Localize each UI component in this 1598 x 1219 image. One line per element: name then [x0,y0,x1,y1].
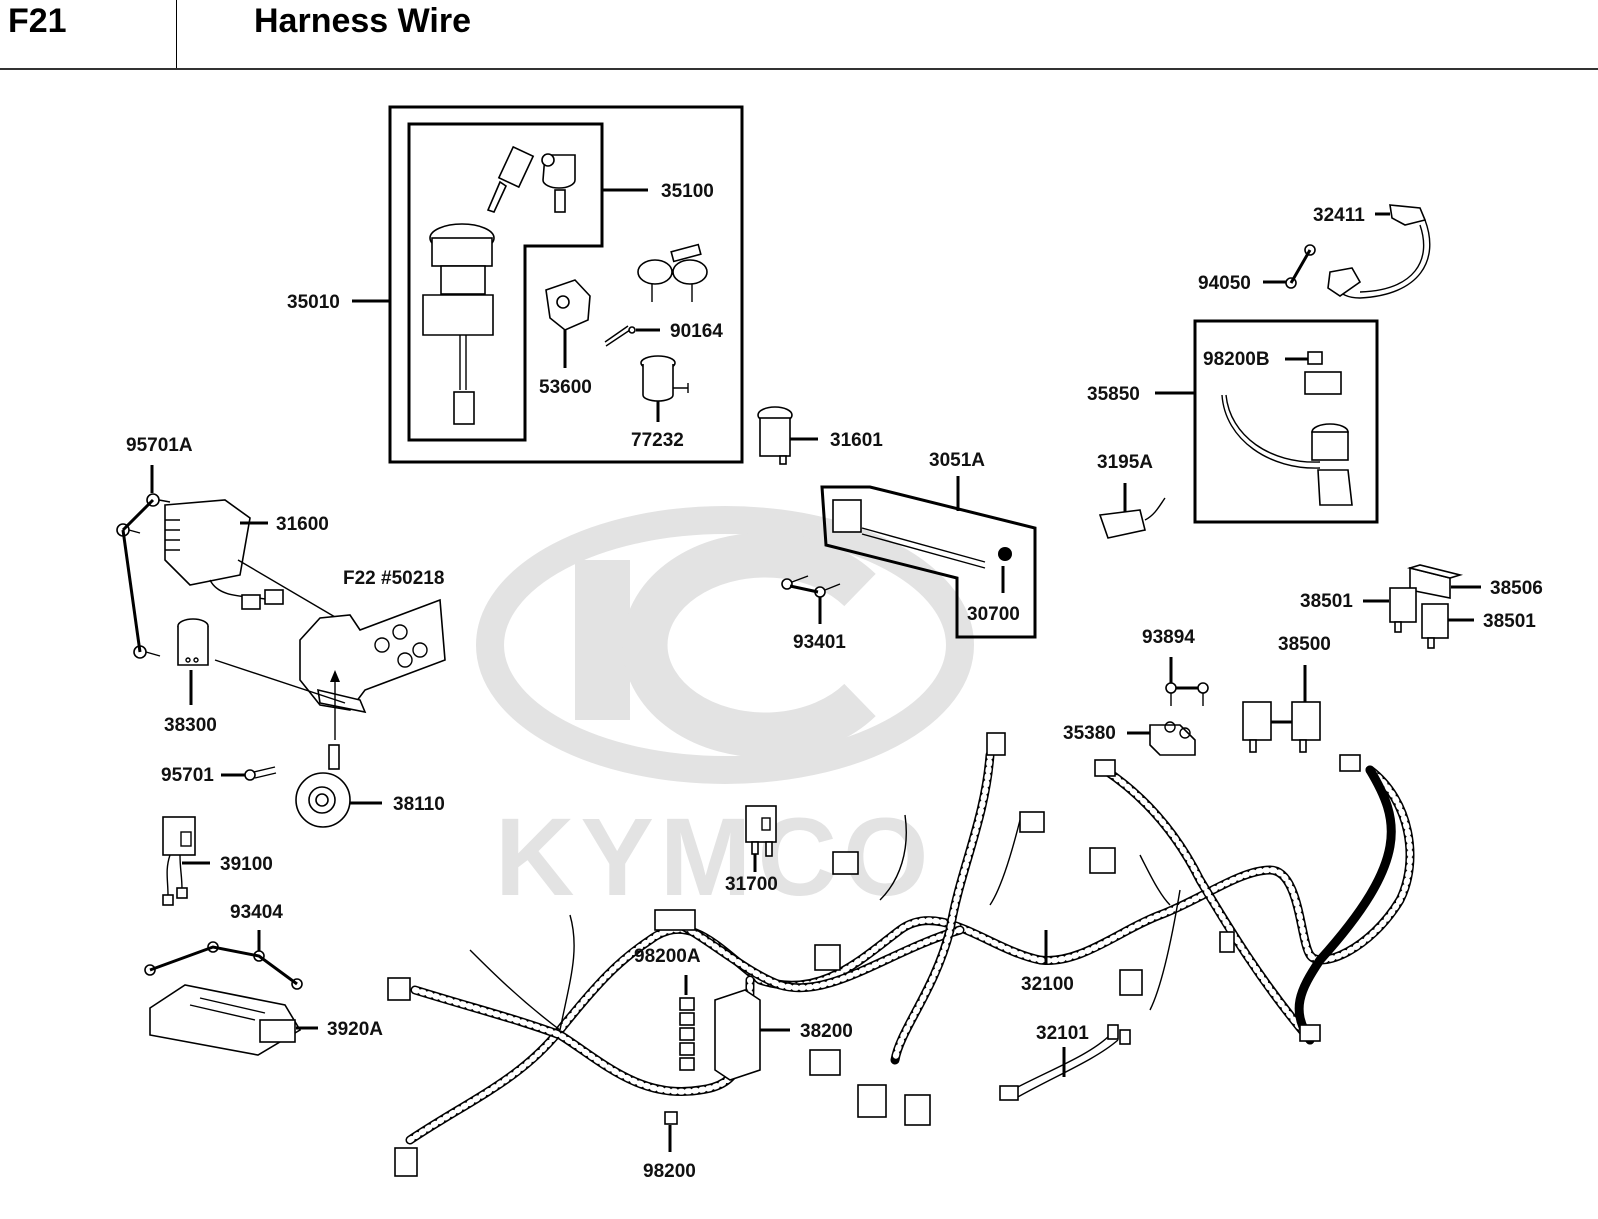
part-39100[interactable]: 39100 [162,816,273,906]
header-rule [0,68,1598,70]
part-98200-fuse[interactable]: 98200 [643,1111,696,1182]
part-95701[interactable]: 95701 [161,765,277,786]
label-38300[interactable]: 38300 [164,715,217,736]
part-bracket-F22[interactable]: F22 #50218 [299,568,446,740]
label-31700[interactable]: 31700 [725,874,778,895]
label-3920A[interactable]: 3920A [327,1019,383,1040]
label-38500[interactable]: 38500 [1278,634,1331,655]
kymco-watermark: KYMCO [476,506,974,919]
label-32411[interactable]: 32411 [1313,205,1365,226]
part-32411[interactable]: 32411 [1313,204,1431,299]
label-93404[interactable]: 93404 [230,902,283,923]
key-blanks-icon [637,243,708,302]
label-98200A[interactable]: 98200A [634,946,701,967]
watermark-c [622,532,876,758]
part-31700[interactable]: 31700 [725,805,778,895]
label-30700[interactable]: 30700 [967,604,1020,625]
part-35380[interactable]: 35380 [1063,721,1196,756]
section-code: F21 [8,2,67,40]
page-header: F21 Harness Wire [0,0,1598,70]
header-divider [176,0,177,69]
part-3195A[interactable]: 3195A [1097,452,1166,539]
part-38506[interactable]: 38506 [1406,564,1543,599]
part-38501-b[interactable]: 38501 [1421,603,1536,649]
label-35010[interactable]: 35010 [287,292,340,313]
label-F22-50218[interactable]: F22 #50218 [343,568,444,589]
label-94050[interactable]: 94050 [1198,273,1251,294]
lock-cylinder-icon [640,355,689,402]
sensor-3051A-group[interactable]: 3051A 30700 [820,450,1037,639]
part-38110-horn[interactable]: 38110 [295,744,445,828]
label-53600[interactable]: 53600 [539,377,592,398]
part-31600[interactable]: 31600 [164,499,336,618]
key-set-icon [486,145,576,213]
part-93404[interactable]: 93404 [144,902,303,990]
label-32100[interactable]: 32100 [1021,974,1074,995]
main-harness-32100[interactable]: 32100 [387,732,1415,1177]
watermark-k-stem [575,560,630,720]
label-3051A[interactable]: 3051A [929,450,985,471]
label-31601[interactable]: 31601 [830,430,883,451]
label-35850[interactable]: 35850 [1087,384,1140,405]
group-box-3051A [820,485,1037,639]
watermark-ellipse [476,506,974,784]
label-77232[interactable]: 77232 [631,430,684,451]
part-38200-fusebox[interactable]: 38200 [714,989,853,1081]
label-32101[interactable]: 32101 [1036,1023,1089,1044]
part-95701A[interactable]: 95701A [116,435,193,659]
part-38501-a[interactable]: 38501 [1300,587,1417,633]
starter-relay-group[interactable]: 35850 98200B [1087,319,1379,524]
label-98200B[interactable]: 98200B [1203,349,1270,370]
label-38506[interactable]: 38506 [1490,578,1543,599]
label-35100[interactable]: 35100 [661,181,714,202]
label-38200[interactable]: 38200 [800,1021,853,1042]
label-38501-b[interactable]: 38501 [1483,611,1536,632]
group-box-35850 [1193,319,1379,524]
label-93894[interactable]: 93894 [1142,627,1195,648]
label-90164[interactable]: 90164 [670,321,723,342]
label-39100[interactable]: 39100 [220,854,273,875]
group-box-35100 [407,122,604,442]
label-3195A[interactable]: 3195A [1097,452,1153,473]
part-3920A-ecu[interactable]: 3920A [149,984,383,1056]
ignition-switch-group[interactable]: 35010 35100 53600 [287,105,744,464]
part-38500[interactable]: 38500 [1242,634,1331,753]
label-38110[interactable]: 38110 [393,794,445,815]
label-35380[interactable]: 35380 [1063,723,1116,744]
ignition-switch-icon [422,223,495,425]
watermark-text: KYMCO [495,796,934,919]
part-38300[interactable]: 38300 [164,618,346,736]
part-93401[interactable]: 93401 [781,575,846,653]
label-93401[interactable]: 93401 [793,632,846,653]
label-95701[interactable]: 95701 [161,765,214,786]
part-32101[interactable]: 32101 [999,1023,1131,1101]
part-94050[interactable]: 94050 [1198,244,1316,294]
key-cap-icon [545,279,591,331]
part-93894[interactable]: 93894 [1142,627,1209,706]
group-box-35010 [388,105,744,464]
label-31600[interactable]: 31600 [276,514,329,535]
part-31601[interactable]: 31601 [757,406,883,465]
label-38501-a[interactable]: 38501 [1300,591,1353,612]
label-98200[interactable]: 98200 [643,1161,696,1182]
section-title: Harness Wire [254,2,472,40]
screw-icon [604,325,636,347]
label-95701A[interactable]: 95701A [126,435,193,456]
part-98200A-fuses[interactable]: 98200A [634,946,701,1071]
